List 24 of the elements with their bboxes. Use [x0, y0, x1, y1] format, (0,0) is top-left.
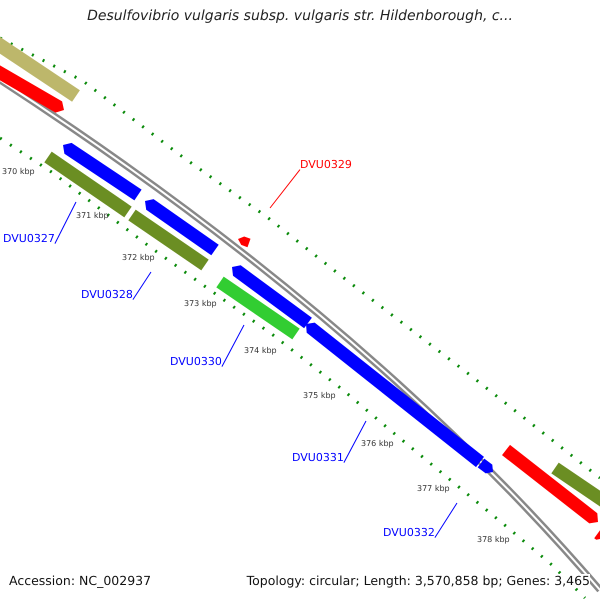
leader-line: [434, 502, 458, 538]
scale-label: 374 kbp: [244, 346, 277, 356]
leader-line: [221, 324, 244, 368]
scale-label: 377 kbp: [417, 484, 450, 494]
scale-label: 378 kbp: [477, 535, 510, 544]
gene-label: DVU0327: [3, 233, 55, 246]
gene-label: DVU0331: [292, 452, 344, 465]
gene-label: DVU0329: [300, 159, 352, 172]
gene-label: DVU0330: [170, 356, 222, 369]
leader-line: [54, 202, 76, 244]
accession-text: Accession: NC_002937: [9, 574, 152, 588]
scale-label: 373 kbp: [184, 299, 217, 308]
scale-label: 375 kbp: [303, 391, 336, 400]
leader-line: [343, 420, 366, 464]
scale-label: 371 kbp: [76, 211, 109, 220]
title: Desulfovibrio vulgaris subsp. vulgaris str. Hildenborough, c...: [86, 8, 514, 24]
gene-label: DVU0332: [383, 527, 435, 540]
gene-label: DVU0328: [81, 289, 133, 302]
scale-label: 370 kbp: [2, 167, 35, 176]
leader-line: [270, 169, 300, 208]
scale-label: 372 kbp: [122, 253, 155, 262]
leader-line: [132, 272, 152, 300]
scale-label: 376 kbp: [361, 439, 394, 448]
genome-summary-text: Topology: circular; Length: 3,570,858 bp; Genes: 3,465: [246, 574, 590, 588]
